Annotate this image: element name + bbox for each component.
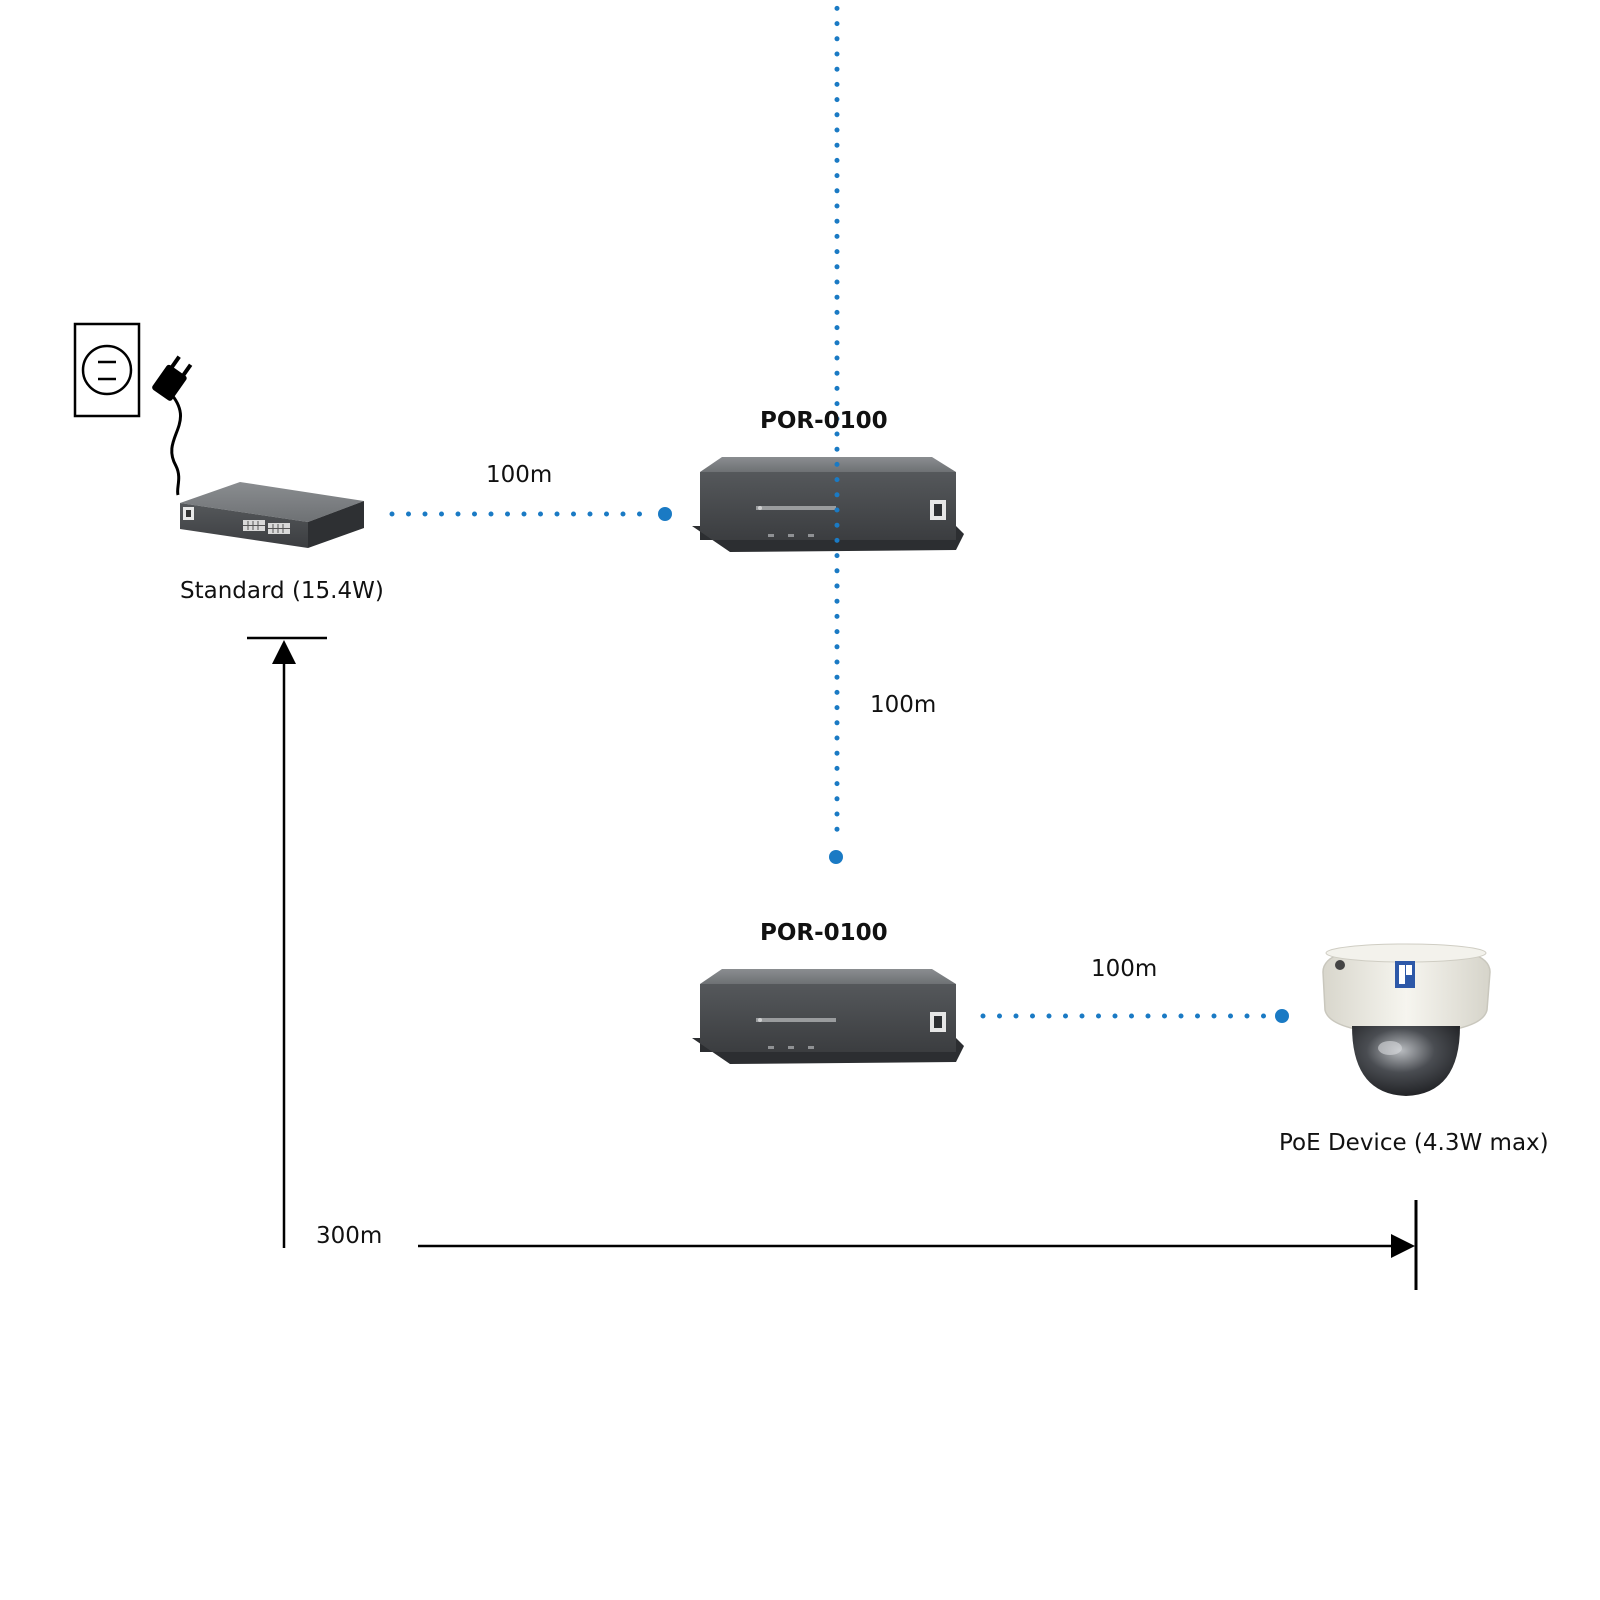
dome-camera-icon <box>1322 943 1491 1096</box>
link-segment-3 <box>980 1009 1289 1023</box>
segment-2-distance-label: 100m <box>870 692 937 718</box>
distance-marker <box>247 636 1418 1290</box>
end-device-label: PoE Device (4.3W max) <box>1279 1130 1549 1156</box>
source-device-label: Standard (15.4W) <box>180 578 384 604</box>
power-outlet-icon <box>73 322 141 418</box>
poe-repeater-icon <box>692 457 964 552</box>
poe-switch-icon <box>180 482 364 548</box>
power-plug-icon <box>152 355 193 496</box>
segment-3-distance-label: 100m <box>1091 956 1158 982</box>
repeater-1-label: POR-0100 <box>760 408 888 434</box>
total-distance-label: 300m <box>316 1223 383 1249</box>
repeater-2-label: POR-0100 <box>760 920 888 946</box>
segment-1-distance-label: 100m <box>486 462 553 488</box>
link-segment-2 <box>829 0 843 864</box>
poe-repeater-icon <box>692 969 964 1064</box>
link-segment-1 <box>389 507 672 521</box>
